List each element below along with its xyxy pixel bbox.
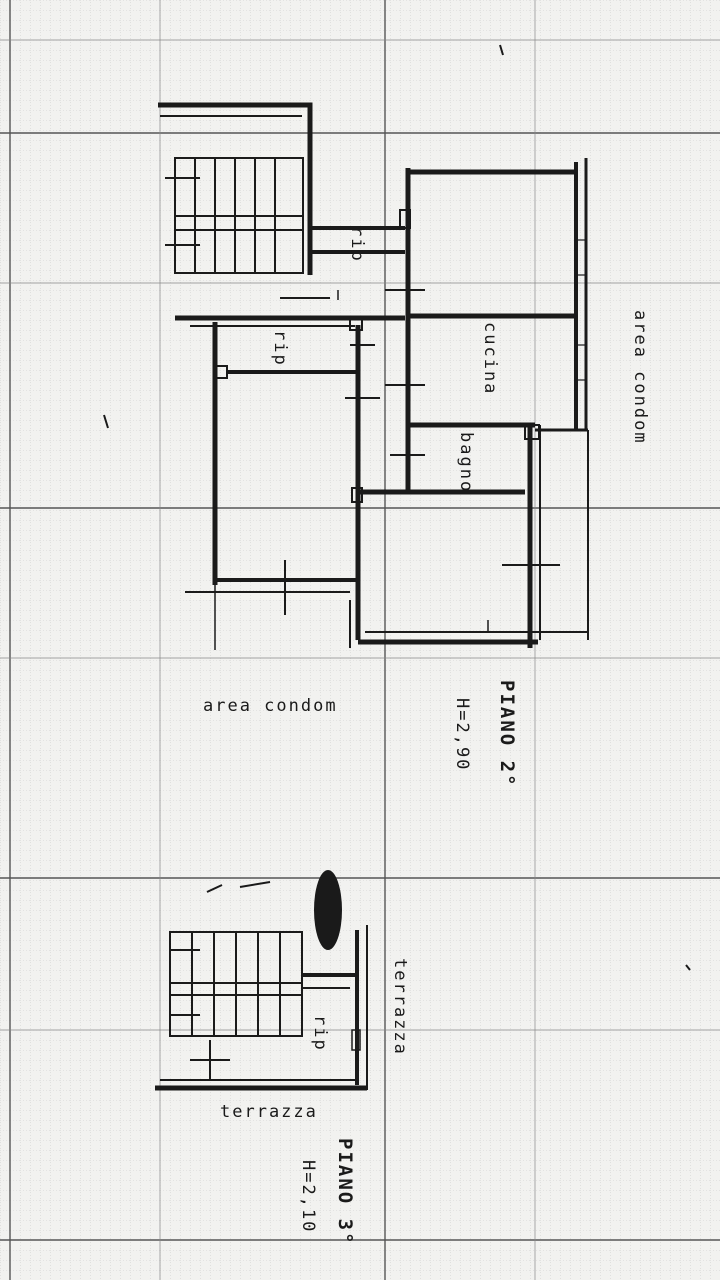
label-bagno: bagno xyxy=(456,432,476,494)
redaction-blot xyxy=(314,870,342,950)
floor2-plan xyxy=(158,102,589,650)
floor3-plan xyxy=(155,925,368,1091)
floor3-stair xyxy=(169,931,303,1037)
label-rip-corridor: rip xyxy=(270,330,290,367)
pencil-marks xyxy=(103,44,691,971)
floor2-stair xyxy=(165,157,304,274)
stair-enclosure xyxy=(158,102,313,275)
label-rip-stair: rip xyxy=(347,226,367,263)
label-height-3: H=2,10 xyxy=(298,1160,318,1234)
label-area-condom-right: area condom xyxy=(630,310,650,445)
label-cucina: cucina xyxy=(480,322,500,396)
label-height-2: H=2,90 xyxy=(452,698,472,772)
label-terrazza-bottom: terrazza xyxy=(220,1102,318,1122)
label-rip-floor3: rip xyxy=(310,1015,330,1052)
label-piano-2: PIANO 2° xyxy=(496,680,518,788)
label-piano-3: PIANO 3° xyxy=(334,1138,356,1246)
label-area-condom-bottom: area condom xyxy=(203,696,338,716)
label-terrazza-right: terrazza xyxy=(390,958,410,1056)
